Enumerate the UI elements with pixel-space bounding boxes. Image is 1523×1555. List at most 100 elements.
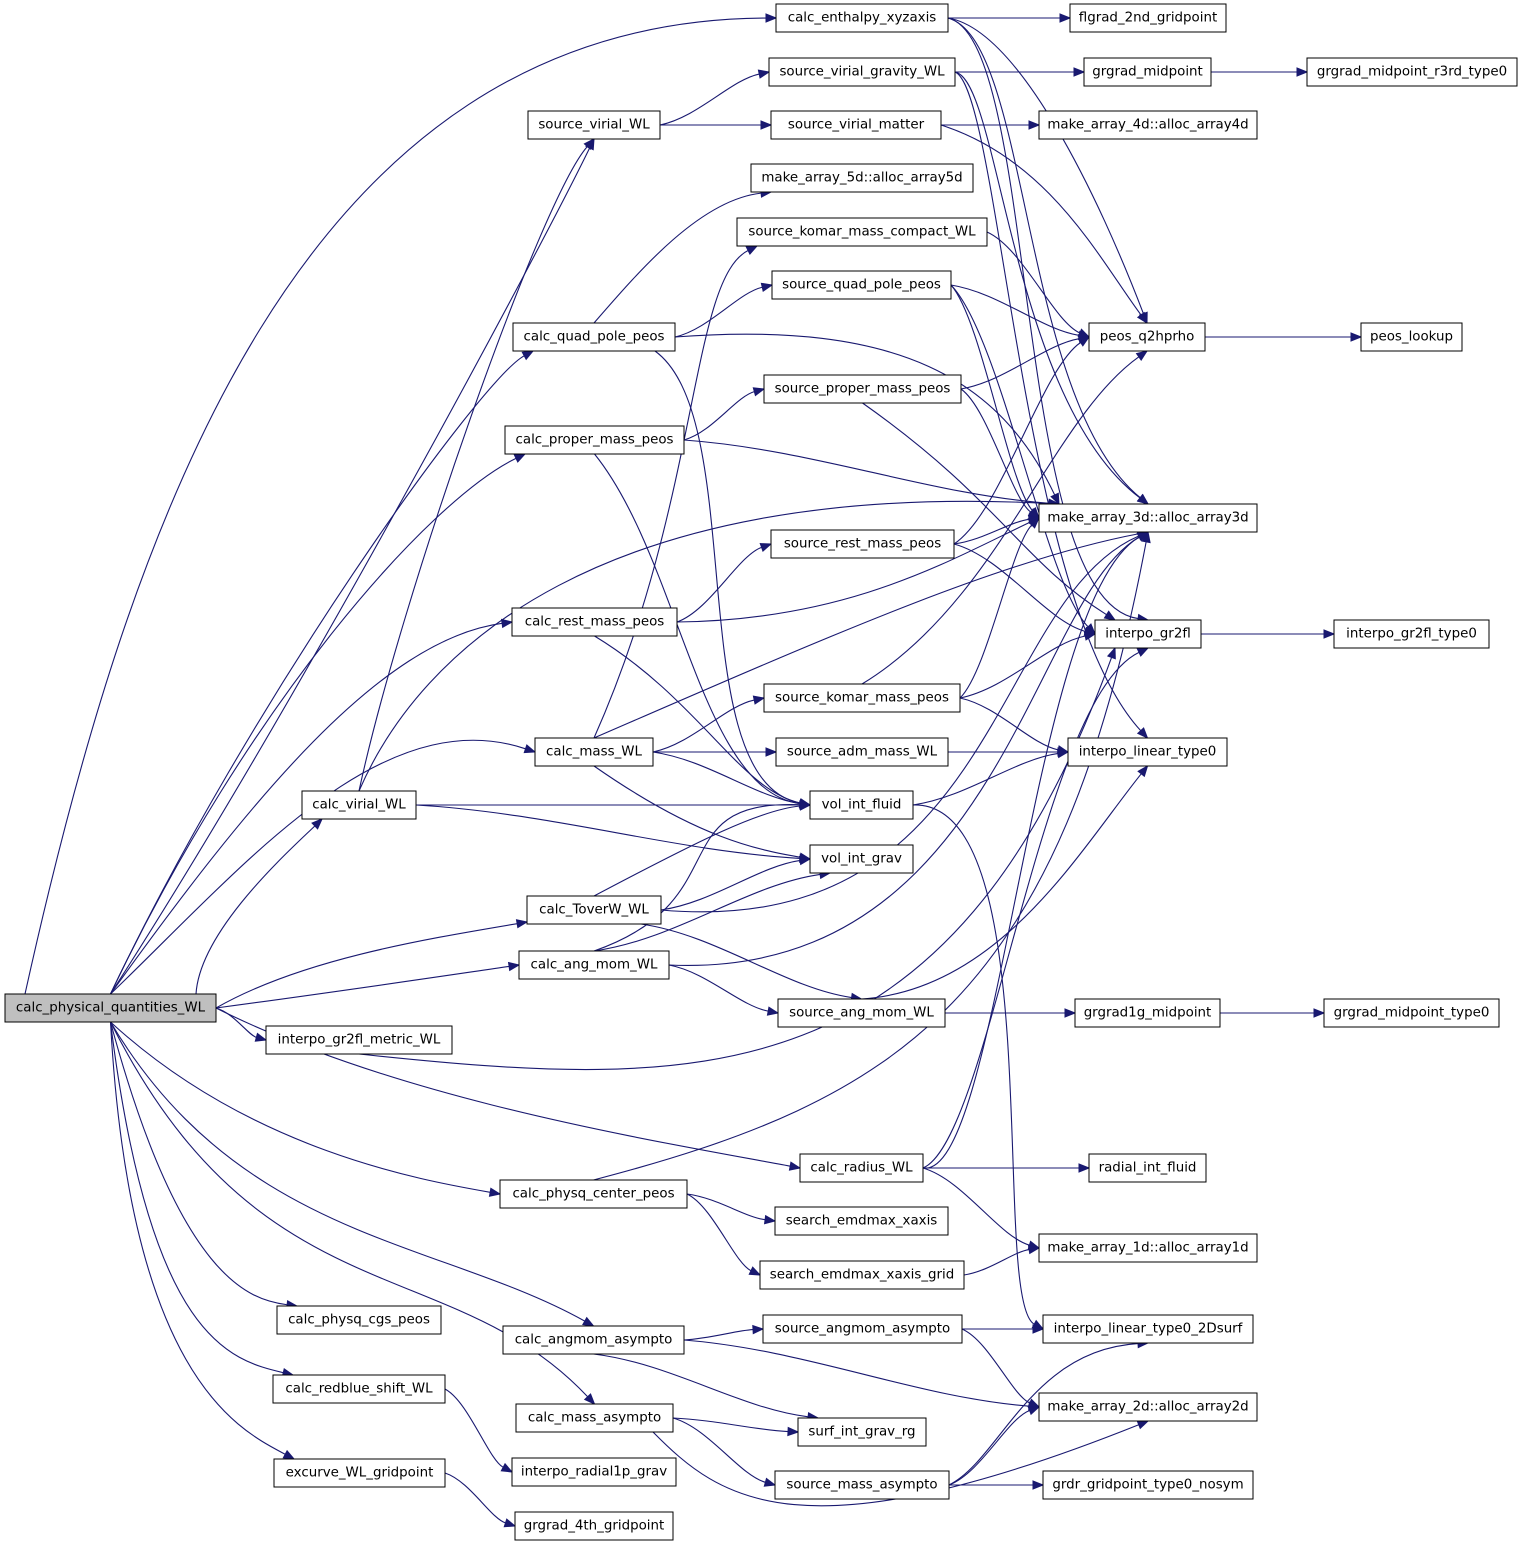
function-node-skm[interactable]: source_komar_mass_peos xyxy=(763,683,961,713)
function-node-sem[interactable]: search_emdmax_xaxis xyxy=(774,1206,949,1236)
edge-line xyxy=(912,752,1059,806)
arrowhead-icon xyxy=(583,137,595,151)
function-node-sigr[interactable]: surf_int_grav_rg xyxy=(797,1417,927,1447)
function-node-crm[interactable]: calc_rest_mass_peos xyxy=(511,607,678,637)
call-edge-root-to-camasy xyxy=(110,1021,595,1327)
function-node-ctow[interactable]: calc_ToverW_WL xyxy=(526,895,662,925)
function-node-enth[interactable]: calc_enthalpy_xyzaxis xyxy=(775,3,949,33)
function-node-cqp[interactable]: calc_quad_pole_peos xyxy=(512,322,676,352)
function-node-svir[interactable]: source_virial_WL xyxy=(527,110,661,140)
function-node-gr1g[interactable]: grgrad1g_midpoint xyxy=(1074,998,1221,1028)
function-node-skmc[interactable]: source_komar_mass_compact_WL xyxy=(736,217,988,247)
function-node-ilt0[interactable]: interpo_linear_type0 xyxy=(1067,737,1228,767)
function-node-spm[interactable]: source_proper_mass_peos xyxy=(763,374,962,404)
node-box xyxy=(272,1374,446,1404)
edge-line xyxy=(593,873,821,952)
node-box xyxy=(1067,737,1228,767)
arrowhead-icon xyxy=(787,1426,800,1437)
edge-line xyxy=(593,192,762,324)
call-edge-svir-to-svgrav xyxy=(659,69,771,126)
function-node-cmasy[interactable]: calc_mass_asympto xyxy=(515,1403,674,1433)
call-edge-enth-to-arr3d xyxy=(947,17,1150,505)
arrowhead-icon xyxy=(582,1316,595,1327)
function-node-ig2f[interactable]: interpo_gr2fl xyxy=(1094,619,1202,649)
arrowhead-icon xyxy=(766,1006,780,1016)
function-node-grmidr3[interactable]: grgrad_midpoint_r3rd_type0 xyxy=(1306,57,1518,87)
function-node-sqp[interactable]: source_quad_pole_peos xyxy=(771,270,952,300)
function-node-cpc[interactable]: calc_physq_center_peos xyxy=(499,1179,688,1209)
function-node-arr5d[interactable]: make_array_5d::alloc_array5d xyxy=(750,163,974,193)
function-node-sam[interactable]: source_ang_mom_WL xyxy=(777,998,946,1028)
edge-line xyxy=(950,284,1033,511)
function-node-srm[interactable]: source_rest_mass_peos xyxy=(770,529,955,559)
function-node-vig[interactable]: vol_int_grav xyxy=(809,844,914,874)
function-node-arr1d[interactable]: make_array_1d::alloc_array1d xyxy=(1038,1233,1258,1263)
call-edge-skm-to-ig2f xyxy=(959,631,1097,699)
call-edge-exc-to-gr4 xyxy=(444,1472,517,1528)
call-edge-skmc-to-pq2 xyxy=(986,231,1091,338)
function-node-cmass[interactable]: calc_mass_WL xyxy=(534,737,654,767)
function-node-rif[interactable]: radial_int_fluid xyxy=(1088,1153,1207,1183)
node-label: grgrad_midpoint_r3rd_type0 xyxy=(1317,65,1507,80)
function-node-gr4[interactable]: grgrad_4th_gridpoint xyxy=(514,1511,674,1541)
arrowhead-icon xyxy=(1136,727,1149,739)
node-box xyxy=(514,1511,674,1541)
function-node-camasy[interactable]: calc_angmom_asympto xyxy=(502,1325,685,1355)
node-label: calc_ang_mom_WL xyxy=(531,958,658,973)
function-node-cgs[interactable]: calc_physq_cgs_peos xyxy=(276,1305,442,1335)
arrowhead-icon xyxy=(1056,748,1070,759)
function-node-sadm[interactable]: source_adm_mass_WL xyxy=(775,737,949,767)
node-label: excurve_WL_gridpoint xyxy=(286,1466,434,1481)
function-node-samasy[interactable]: source_angmom_asympto xyxy=(762,1314,963,1344)
function-node-grdr[interactable]: grdr_gridpoint_type0_nosym xyxy=(1042,1470,1254,1500)
function-node-crad[interactable]: calc_radius_WL xyxy=(799,1153,924,1183)
function-node-semg[interactable]: search_emdmax_xaxis_grid xyxy=(759,1260,965,1290)
function-node-grmid[interactable]: grgrad_midpoint xyxy=(1083,57,1212,87)
function-node-svgrav[interactable]: source_virial_gravity_WL xyxy=(768,57,956,87)
arrowhead-icon xyxy=(798,855,812,866)
function-node-arr2d[interactable]: make_array_2d::alloc_array2d xyxy=(1038,1392,1258,1422)
function-node-cam[interactable]: calc_ang_mom_WL xyxy=(518,950,670,980)
node-label: make_array_1d::alloc_array1d xyxy=(1047,1241,1248,1256)
function-node-cvir[interactable]: calc_virial_WL xyxy=(301,790,417,820)
function-node-crbs[interactable]: calc_redblue_shift_WL xyxy=(272,1374,446,1404)
function-node-arr4d[interactable]: make_array_4d::alloc_array4d xyxy=(1038,110,1258,140)
function-node-ig2ft0[interactable]: interpo_gr2fl_type0 xyxy=(1333,619,1490,649)
function-node-cpm[interactable]: calc_proper_mass_peos xyxy=(504,425,685,455)
node-label: source_angmom_asympto xyxy=(775,1322,950,1337)
call-edge-root-to-exc xyxy=(109,1021,296,1460)
arrowhead-icon xyxy=(765,13,778,23)
function-node-vif[interactable]: vol_int_fluid xyxy=(809,790,914,820)
arrowhead-icon xyxy=(1050,492,1060,506)
call-edge-cmass-to-skm xyxy=(652,695,766,753)
node-label: calc_mass_WL xyxy=(546,745,642,760)
function-node-ig2fm[interactable]: interpo_gr2fl_metric_WL xyxy=(265,1025,453,1055)
node-box xyxy=(1038,110,1258,140)
function-node-ir1p[interactable]: interpo_radial1p_grav xyxy=(511,1457,677,1487)
arrowhead-icon xyxy=(748,1266,762,1276)
function-node-root[interactable]: calc_physical_quantities_WL xyxy=(4,993,217,1023)
function-node-smasy[interactable]: source_mass_asympto xyxy=(774,1470,950,1500)
edge-line xyxy=(954,71,1142,732)
node-label: grgrad1g_midpoint xyxy=(1084,1006,1212,1021)
node-label: interpo_gr2fl_type0 xyxy=(1346,627,1477,642)
function-node-svmat[interactable]: source_virial_matter xyxy=(770,110,942,140)
node-box xyxy=(502,1325,685,1355)
edge-line xyxy=(110,739,526,995)
call-edge-sqp-to-arr3d xyxy=(950,284,1040,520)
node-box xyxy=(534,737,654,767)
node-box xyxy=(1074,998,1221,1028)
function-node-pq2[interactable]: peos_q2hprho xyxy=(1088,322,1206,352)
arrowhead-icon xyxy=(1028,517,1040,529)
call-edge-root-to-crm xyxy=(110,618,514,995)
function-node-grmidt0[interactable]: grgrad_midpoint_type0 xyxy=(1323,998,1500,1028)
call-edge-cvir-to-vig xyxy=(415,804,812,864)
function-node-ilt02d[interactable]: interpo_linear_type0_2Dsurf xyxy=(1042,1314,1254,1344)
arrowhead-icon xyxy=(763,1477,777,1487)
call-edge-root-to-ig2fm xyxy=(215,1007,268,1042)
function-node-exc[interactable]: excurve_WL_gridpoint xyxy=(273,1458,446,1488)
function-node-arr3d[interactable]: make_array_3d::alloc_array3d xyxy=(1038,503,1258,533)
function-node-plook[interactable]: peos_lookup xyxy=(1360,322,1463,352)
function-node-flg2[interactable]: flgrad_2nd_gridpoint xyxy=(1069,3,1227,33)
edge-line xyxy=(686,1193,752,1272)
